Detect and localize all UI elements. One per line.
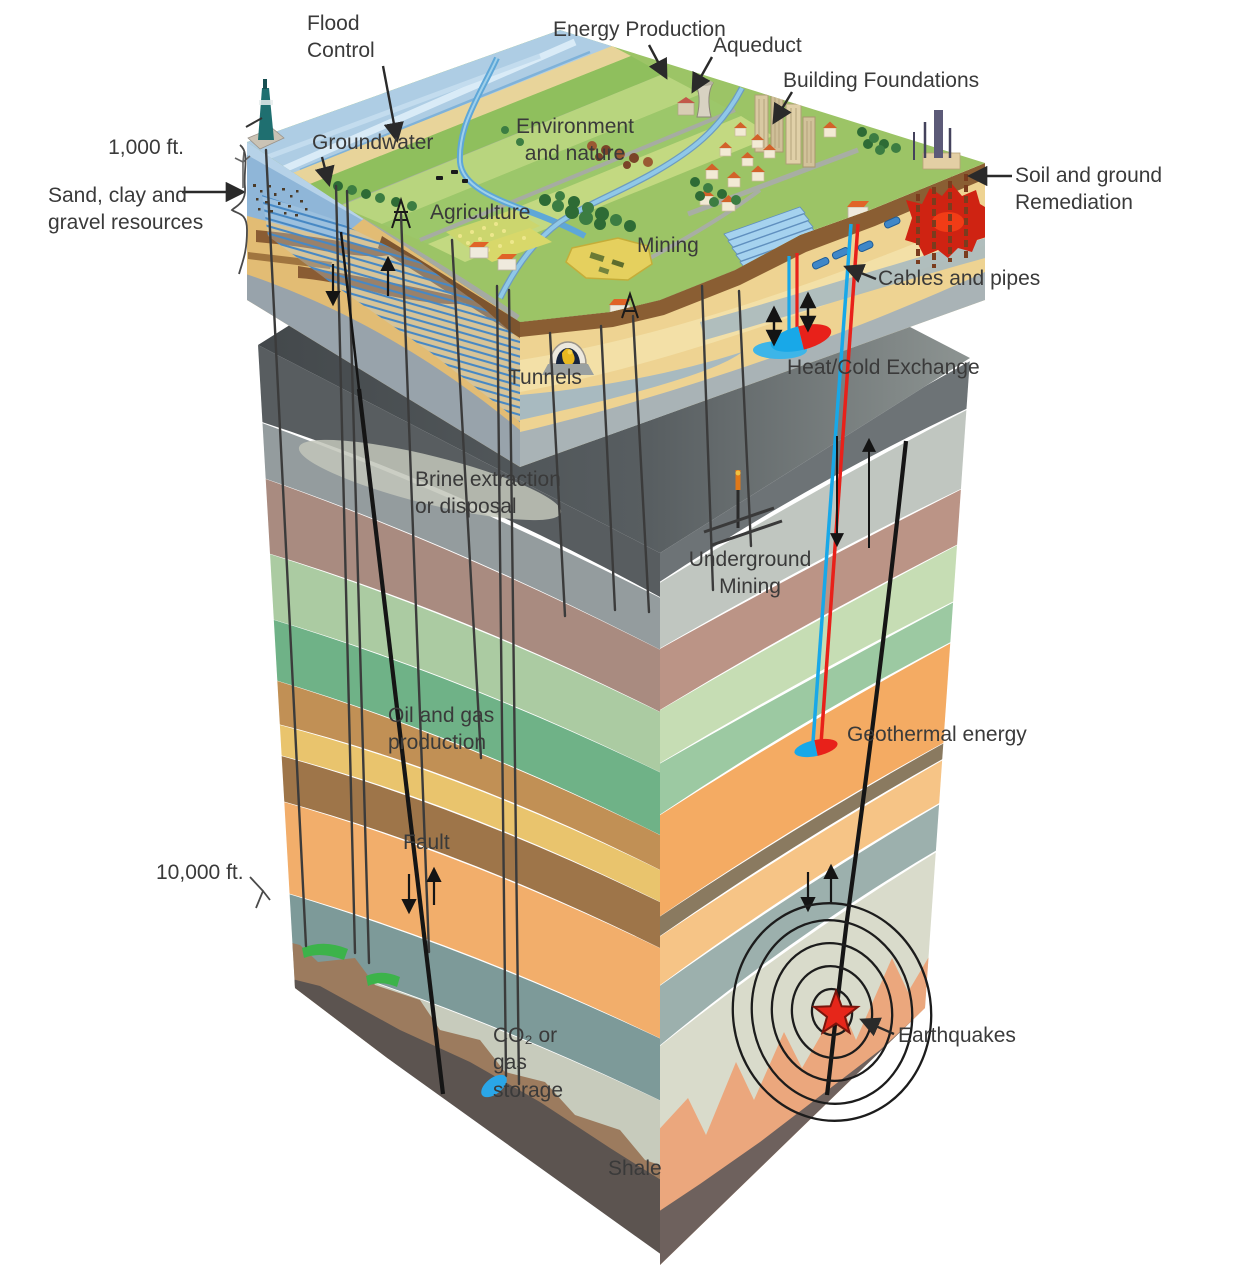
label-environment-nature: Environment and nature — [516, 115, 634, 166]
smokestack-icon — [913, 110, 961, 170]
lower-block — [258, 150, 970, 1265]
earthquake-star-icon — [731, 902, 933, 1122]
green-seam — [366, 972, 400, 987]
label-fault: Fault — [403, 831, 450, 854]
label-flood-control: Flood Control — [307, 12, 375, 63]
aqueduct-canal — [498, 87, 744, 299]
label-brine: Brine extraction or disposal — [415, 468, 561, 519]
label-co2-storage: CO₂ or gas storage — [493, 1024, 564, 1102]
label-energy-production: Energy Production — [553, 18, 726, 41]
label-soil-remediation: Soil and ground Remediation — [1015, 164, 1163, 215]
label-depth-deep: 10,000 ft. — [156, 861, 244, 884]
crop-field — [446, 210, 540, 252]
label-earthquakes: Earthquakes — [898, 1024, 1016, 1047]
green-seam — [302, 943, 348, 960]
label-shale: Shale — [608, 1157, 662, 1180]
label-aqueduct: Aqueduct — [713, 34, 802, 57]
cow-icon — [436, 170, 468, 183]
label-geothermal: Geothermal energy — [847, 723, 1027, 746]
tree-icon — [333, 126, 901, 232]
groundwater-aquifer — [262, 195, 520, 422]
drilling-rig-icon — [245, 79, 285, 150]
mine-shaft-icon — [703, 470, 783, 547]
geothermal-doublet-icon — [794, 223, 876, 758]
leader-arrows — [182, 44, 1012, 1037]
sand-gravel-texture — [253, 184, 308, 217]
depth-brackets — [230, 144, 271, 909]
label-underground-mining: Underground Mining — [688, 548, 812, 599]
label-agriculture: Agriculture — [430, 201, 531, 224]
label-groundwater: Groundwater — [312, 131, 434, 154]
open-pit-mine — [565, 237, 653, 281]
label-tunnels: Tunnels — [508, 366, 582, 389]
fault-lines — [325, 231, 909, 1096]
label-sand-clay: Sand, clay and gravel resources — [48, 184, 204, 235]
label-depth-shallow: 1,000 ft. — [108, 136, 184, 159]
label-oil-gas: Oil and gas production — [388, 704, 495, 755]
label-heat-cold-exchange: Heat/Cold Exchange — [787, 356, 980, 379]
tunnel-portal-icon — [542, 341, 594, 375]
co2-plume-icon — [481, 1074, 507, 1098]
lower-block-left-face — [258, 345, 660, 1265]
label-cables-pipes: Cables and pipes — [878, 267, 1041, 290]
label-building-foundations: Building Foundations — [783, 69, 980, 92]
heat-exchange-icon — [753, 253, 832, 359]
derrick-icon — [391, 196, 639, 319]
remediation-plume-icon — [905, 170, 985, 268]
lower-block-right-face — [660, 358, 970, 1265]
label-mining: Mining — [637, 234, 699, 257]
cable-duct-icon — [811, 216, 901, 270]
